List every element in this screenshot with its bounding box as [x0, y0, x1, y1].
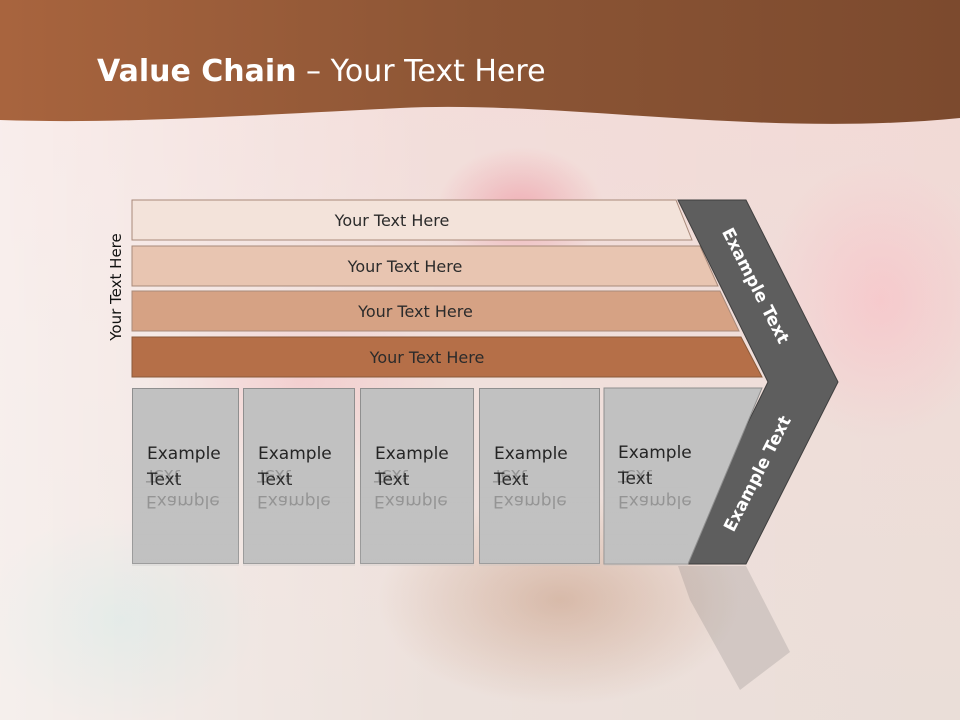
chevron-reflection [678, 566, 790, 690]
column-4-line1: Example [494, 444, 568, 464]
value-bar-2: Your Text Here [132, 246, 718, 286]
value-bar-2-label: Your Text Here [347, 256, 463, 276]
column-5-line1: Example [618, 443, 692, 463]
value-bar-1-label: Your Text Here [334, 210, 450, 230]
value-bar-4: Your Text Here [132, 337, 762, 377]
column-box-1: Example Text [132, 388, 239, 564]
column-1-line2: Text [147, 470, 182, 490]
value-bar-3-label: Your Text Here [358, 301, 473, 321]
bar-shape-2 [131, 245, 719, 287]
column-2-line2: Text [258, 470, 293, 490]
column-5-line2: Text [618, 469, 653, 489]
slide-title: Value Chain – Your Text Here [97, 54, 546, 89]
chevron-shape [677, 199, 839, 565]
column-4-line2: Text [494, 470, 529, 490]
slide-title-bold: Value Chain [97, 54, 297, 89]
slide-title-rest: – Your Text Here [296, 54, 546, 89]
column-3-line2: Text [375, 470, 410, 490]
value-bar-1: Your Text Here [132, 200, 692, 240]
value-bar-3: Your Text Here [132, 291, 739, 331]
column-box-4: Example Text [479, 388, 600, 564]
bar-shape-3 [131, 290, 740, 332]
column-box-2: Example Text [243, 388, 355, 564]
column-3-line1: Example [375, 444, 449, 464]
header-band [0, 0, 960, 124]
column-box-5: Example Text [604, 388, 692, 564]
bar-shape-4 [131, 336, 763, 378]
column-5-shape [603, 387, 763, 565]
bar-shape-1 [131, 199, 693, 241]
column-1-line1: Example [147, 444, 221, 464]
value-bar-4-label: Your Text Here [369, 347, 485, 367]
column-2-line1: Example [258, 444, 332, 464]
column-box-3: Example Text [360, 388, 474, 564]
